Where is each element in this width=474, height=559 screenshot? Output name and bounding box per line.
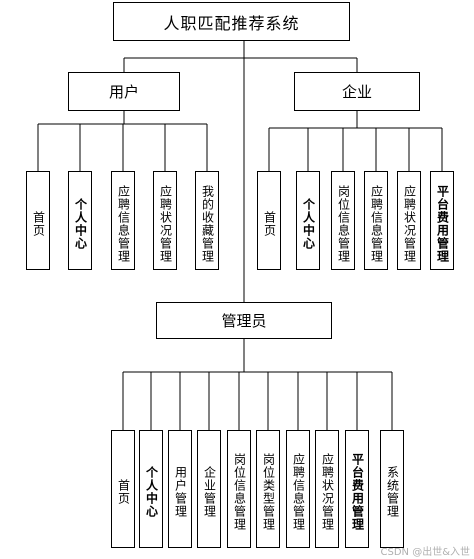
leaf-label: 岗位信息管理	[336, 184, 351, 263]
admin-node: 管理员	[156, 302, 332, 339]
leaf-label: 个人中心	[144, 466, 159, 518]
leaf-label: 应聘信息管理	[369, 184, 384, 263]
leaf-label: 平台费用管理	[435, 184, 450, 263]
admin-leaf-system-management: 系统管理	[380, 430, 404, 548]
company-leaf-home: 首页	[257, 171, 281, 270]
leaf-label: 首页	[116, 479, 131, 505]
user-leaf-profile: 个人中心	[68, 171, 92, 270]
user-leaf-favorites: 我的收藏管理	[195, 171, 219, 270]
admin-leaf-application-info: 应聘信息管理	[286, 430, 310, 548]
user-leaf-home: 首页	[26, 171, 50, 270]
admin-label: 管理员	[221, 312, 267, 330]
admin-leaf-job-types: 岗位类型管理	[256, 430, 280, 548]
company-leaf-application-status: 应聘状况管理	[397, 171, 421, 270]
root-node: 人职匹配推荐系统	[113, 2, 350, 41]
leaf-label: 应聘状况管理	[320, 453, 335, 531]
user-label: 用户	[108, 83, 139, 101]
leaf-label: 平台费用管理	[350, 453, 365, 531]
leaf-label: 应聘信息管理	[291, 453, 306, 531]
company-leaf-application-info: 应聘信息管理	[364, 171, 388, 270]
leaf-label: 用户管理	[173, 466, 188, 518]
watermark: CSDN @出世&入世	[380, 547, 471, 558]
leaf-label: 个人中心	[301, 197, 316, 250]
user-leaf-application-info: 应聘信息管理	[111, 171, 135, 270]
company-leaf-platform-fees: 平台费用管理	[430, 171, 454, 270]
admin-leaf-home: 首页	[111, 430, 135, 548]
user-node: 用户	[68, 72, 180, 111]
leaf-label: 系统管理	[385, 466, 400, 518]
leaf-label: 应聘信息管理	[116, 184, 131, 263]
leaf-label: 应聘状况管理	[402, 184, 417, 263]
company-node: 企业	[294, 72, 420, 111]
company-leaf-job-info: 岗位信息管理	[331, 171, 355, 270]
leaf-label: 我的收藏管理	[200, 184, 215, 263]
leaf-label: 岗位信息管理	[232, 453, 247, 531]
admin-leaf-platform-fees: 平台费用管理	[345, 430, 369, 548]
admin-leaf-application-status: 应聘状况管理	[315, 430, 339, 548]
company-label: 企业	[341, 83, 372, 101]
user-leaf-application-status: 应聘状况管理	[153, 171, 177, 270]
admin-leaf-profile: 个人中心	[139, 430, 163, 548]
leaf-label: 企业管理	[202, 466, 217, 518]
company-leaf-profile: 个人中心	[296, 171, 320, 270]
leaf-label: 首页	[31, 210, 46, 237]
admin-leaf-company-management: 企业管理	[197, 430, 221, 548]
admin-leaf-job-info: 岗位信息管理	[227, 430, 251, 548]
leaf-label: 首页	[262, 210, 277, 237]
leaf-label: 个人中心	[73, 197, 88, 250]
admin-leaf-user-management: 用户管理	[168, 430, 192, 548]
root-label: 人职匹配推荐系统	[163, 13, 300, 33]
leaf-label: 岗位类型管理	[261, 453, 276, 531]
leaf-label: 应聘状况管理	[158, 184, 173, 263]
